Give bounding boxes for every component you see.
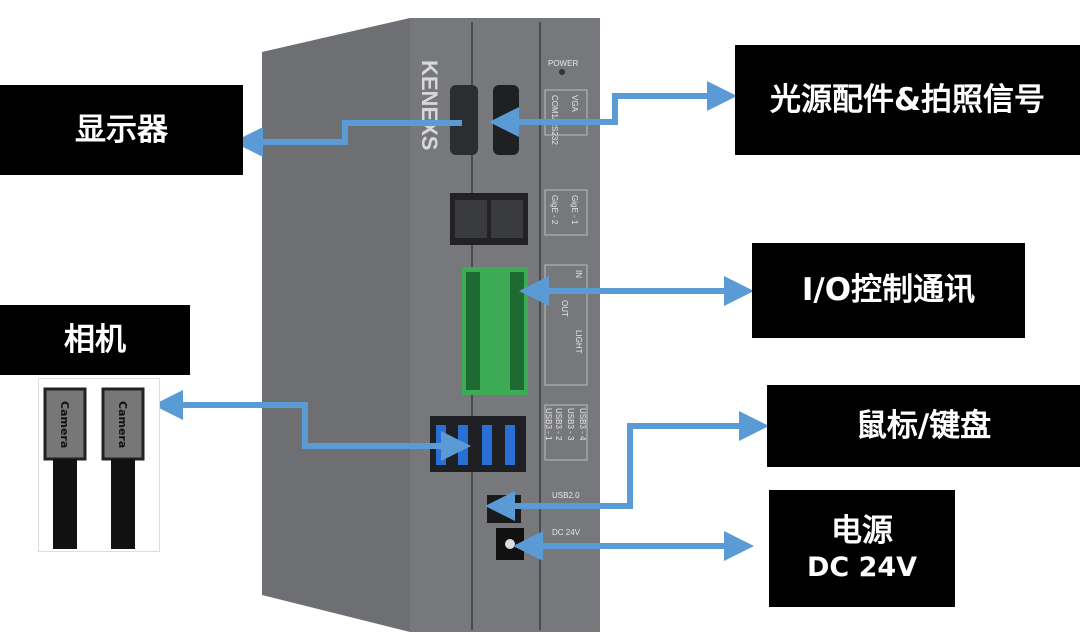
label-display: 显示器: [0, 85, 243, 175]
label-text: 光源配件&拍照信号: [769, 81, 1046, 118]
power-label: POWER: [548, 59, 578, 68]
usb3-2-label: USB3 - 2: [554, 408, 563, 441]
io-out-label: OUT: [560, 300, 569, 317]
dc-label: DC 24V: [552, 528, 581, 537]
gige2-label: GigE - 2: [550, 195, 559, 225]
camera-2: Camera: [101, 387, 145, 549]
io-in-label: IN: [574, 270, 583, 278]
gige1-label: GigE - 1: [570, 195, 579, 225]
camera-1: Camera: [43, 387, 87, 549]
label-text: I/O控制通讯: [801, 272, 976, 309]
label-power: 电源 DC 24V: [769, 490, 955, 607]
brand-logo: KENEXS: [417, 60, 442, 150]
camera-image: Camera Camera: [38, 378, 160, 552]
arrow-camera: [153, 390, 471, 461]
usb3-4-label: USB3 - 4: [578, 408, 587, 441]
label-text: 相机: [64, 321, 126, 358]
arrow-light-signal: [489, 81, 737, 137]
device-side-panel: [262, 18, 410, 632]
usb3-3-label: USB3 - 3: [566, 408, 575, 441]
label-text: 鼠标/键盘: [855, 407, 992, 444]
io-light-label: LIGHT: [574, 330, 583, 354]
vga-label: VGA: [570, 95, 579, 113]
vga-port: [450, 85, 478, 155]
label-text: 显示器: [75, 111, 168, 148]
arrow-display: [233, 120, 462, 157]
label-text: 电源: [831, 513, 893, 550]
label-mouse-keyboard: 鼠标/键盘: [767, 385, 1080, 467]
arrow-mouse-keyboard: [485, 411, 769, 521]
svg-text:Camera: Camera: [116, 401, 129, 448]
usb2-label: USB2.0: [552, 491, 580, 500]
label-light-signal: 光源配件&拍照信号: [735, 45, 1080, 155]
label-camera: 相机: [0, 305, 190, 375]
usb3-1-label: USB3 - 1: [544, 408, 553, 441]
label-subtext: DC 24V: [806, 552, 918, 583]
svg-text:Camera: Camera: [58, 401, 71, 448]
label-io: I/O控制通讯: [752, 243, 1025, 338]
